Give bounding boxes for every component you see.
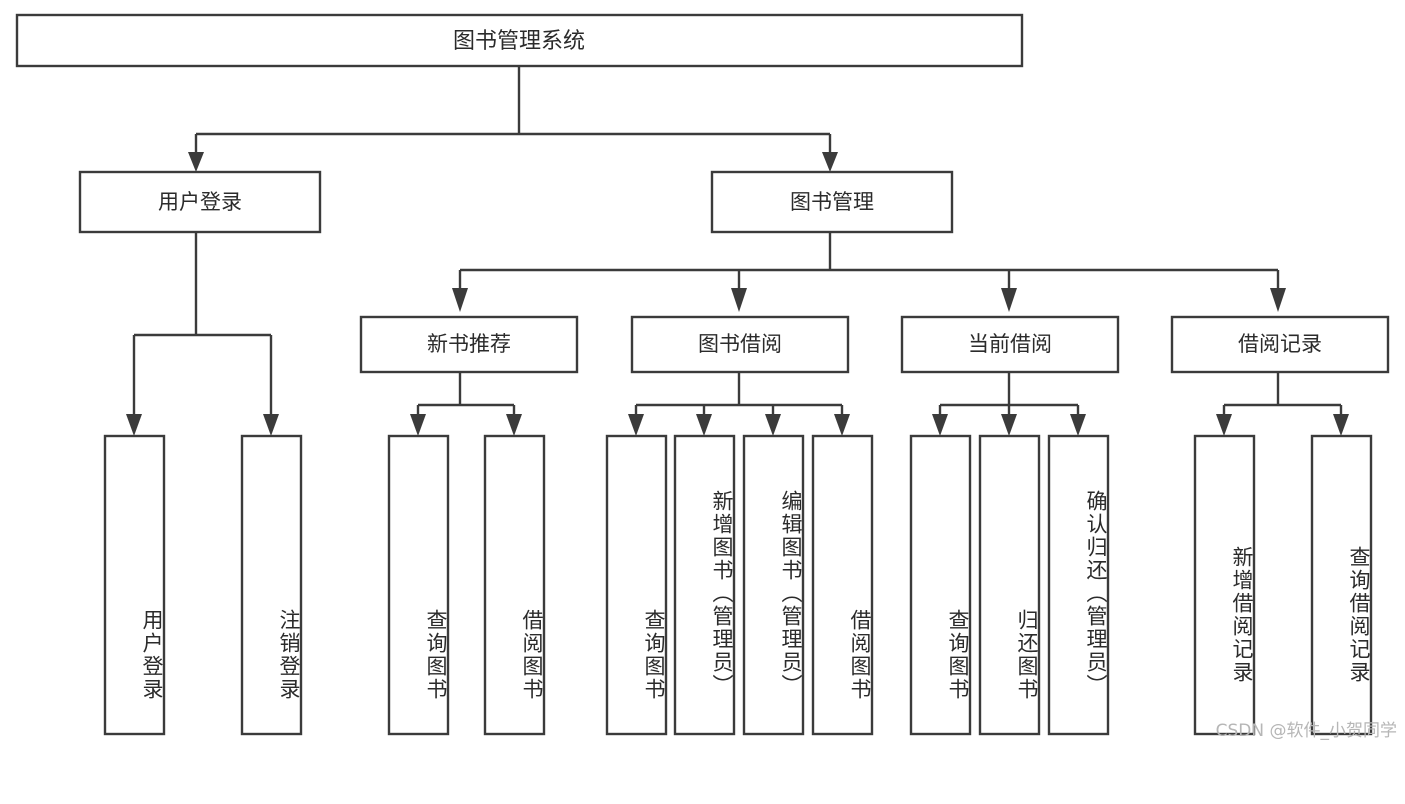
- leaf-box-user-login[interactable]: [103, 434, 166, 736]
- node-book-borrow-box: [630, 315, 850, 374]
- connector-bookmgmt-to-level2: [452, 232, 1286, 312]
- node-new-book-recommend-box: [359, 315, 579, 374]
- node-user-login-box: [78, 170, 322, 234]
- connector-currentborrow-to-leaves: [932, 372, 1086, 436]
- arrow-head-book-borrow: [731, 288, 747, 312]
- node-borrow-record[interactable]: 借阅记录: [1170, 315, 1390, 374]
- arrow-head-bookborrow-leaf-3: [765, 414, 781, 436]
- node-new-book-recommend-label: 新书推荐: [427, 332, 511, 356]
- connector-borrowrecord-to-leaves: [1216, 372, 1349, 436]
- functional-structure-diagram: 图书管理系统 用户登录 图书管理 新书推荐 图书借阅 当前借阅 借阅记录: [15, 13, 1397, 741]
- node-new-book-recommend[interactable]: 新书推荐: [359, 315, 579, 374]
- leaf-box-borrow-edit[interactable]: [742, 434, 805, 736]
- node-user-login[interactable]: 用户登录: [78, 170, 322, 234]
- leaf-box-borrow-add[interactable]: [673, 434, 736, 736]
- arrow-head-newbook-leaf-2: [506, 414, 522, 436]
- node-root[interactable]: 图书管理系统: [15, 13, 1024, 68]
- node-current-borrow-box: [900, 315, 1120, 374]
- arrow-head-bookborrow-leaf-4: [834, 414, 850, 436]
- arrow-head-user-login: [188, 152, 204, 172]
- leaf-boxes: [103, 434, 1373, 736]
- leaf-box-current-confirm[interactable]: [1047, 434, 1110, 736]
- connector-bookborrow-to-leaves: [628, 372, 850, 436]
- leaf-box-newbook-query[interactable]: [387, 434, 450, 736]
- diagram-canvas: 图书管理系统 用户登录 图书管理 新书推荐 图书借阅 当前借阅 借阅记录: [15, 13, 1390, 736]
- leaf-box-logout[interactable]: [240, 434, 303, 736]
- node-book-management-box: [710, 170, 954, 234]
- arrow-head-currentborrow-leaf-1: [932, 414, 948, 436]
- connector-root-to-level1: [188, 66, 838, 172]
- arrow-head-borrowrecord-leaf-1: [1216, 414, 1232, 436]
- node-root-label: 图书管理系统: [453, 29, 585, 54]
- leaf-box-current-return[interactable]: [978, 434, 1041, 736]
- node-current-borrow[interactable]: 当前借阅: [900, 315, 1120, 374]
- arrow-head-newbook-leaf-1: [410, 414, 426, 436]
- node-current-borrow-label: 当前借阅: [968, 332, 1052, 356]
- arrow-head-current-borrow: [1001, 288, 1017, 312]
- leaf-box-record-add[interactable]: [1193, 434, 1256, 736]
- arrow-head-leaf-logout: [263, 414, 279, 436]
- node-root-box: [15, 13, 1024, 68]
- node-borrow-record-label: 借阅记录: [1238, 332, 1322, 356]
- arrow-head-bookborrow-leaf-2: [696, 414, 712, 436]
- arrow-head-currentborrow-leaf-3: [1070, 414, 1086, 436]
- leaf-box-record-query[interactable]: [1310, 434, 1373, 736]
- node-borrow-record-box: [1170, 315, 1390, 374]
- node-book-borrow[interactable]: 图书借阅: [630, 315, 850, 374]
- arrow-head-new-book: [452, 288, 468, 312]
- node-book-management-label: 图书管理: [790, 190, 874, 214]
- leaf-box-borrow-query[interactable]: [605, 434, 668, 736]
- arrow-head-bookborrow-leaf-1: [628, 414, 644, 436]
- connector-newbook-to-leaves: [410, 372, 522, 436]
- node-book-borrow-label: 图书借阅: [698, 332, 782, 356]
- arrow-head-borrowrecord-leaf-2: [1333, 414, 1349, 436]
- node-book-management[interactable]: 图书管理: [710, 170, 954, 234]
- connector-userlogin-to-leaves: [126, 232, 279, 436]
- leaf-box-borrow-lend[interactable]: [811, 434, 874, 736]
- leaf-box-current-query[interactable]: [909, 434, 972, 736]
- arrow-head-borrow-record: [1270, 288, 1286, 312]
- leaf-box-newbook-borrow[interactable]: [483, 434, 546, 736]
- node-user-login-label: 用户登录: [158, 190, 242, 214]
- arrow-head-leaf-user-login: [126, 414, 142, 436]
- arrow-head-book-mgmt: [822, 152, 838, 172]
- arrow-head-currentborrow-leaf-2: [1001, 414, 1017, 436]
